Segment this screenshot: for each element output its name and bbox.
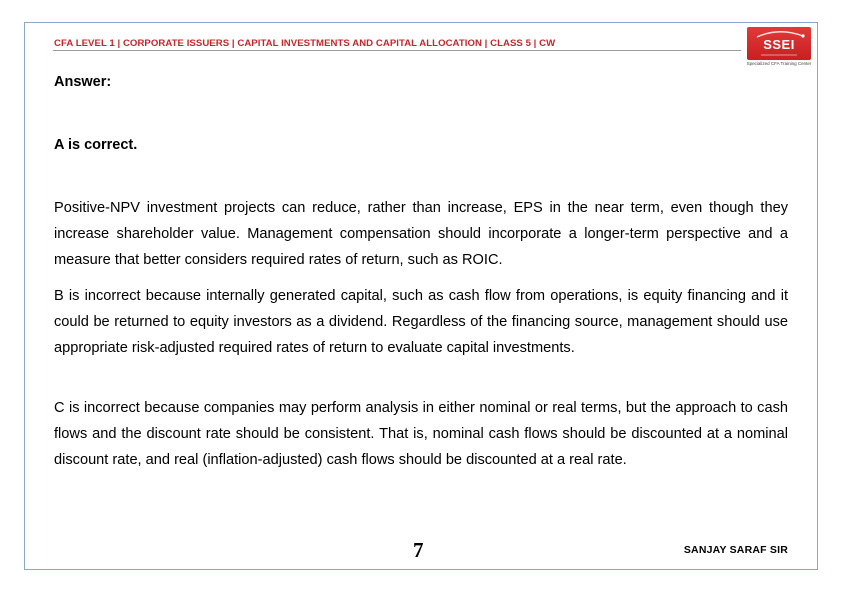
header-divider: [53, 50, 741, 51]
logo-swoosh-icon: [756, 31, 805, 56]
logo-badge: [747, 27, 811, 60]
explanation-paragraph-b: B is incorrect because internally genera…: [54, 288, 788, 356]
page-frame: [24, 22, 818, 570]
correct-answer: A is correct.: [54, 137, 138, 153]
footer-author: SANJAY SARAF SIR: [683, 544, 788, 556]
explanation-paragraph-a: Positive-NPV investment projects can red…: [54, 200, 788, 268]
ssei-logo: SSEI Specialized CFA Training Center: [745, 27, 813, 69]
logo-tagline: Specialized CFA Training Center: [746, 61, 812, 66]
page-number: 7: [413, 538, 424, 562]
answer-label: Answer:: [54, 74, 112, 90]
header-title: CFA LEVEL 1 | CORPORATE ISSUERS | CAPITA…: [54, 38, 556, 49]
explanation-paragraph-c: C is incorrect because companies may per…: [54, 400, 788, 468]
logo-text: SSEI: [763, 37, 795, 52]
